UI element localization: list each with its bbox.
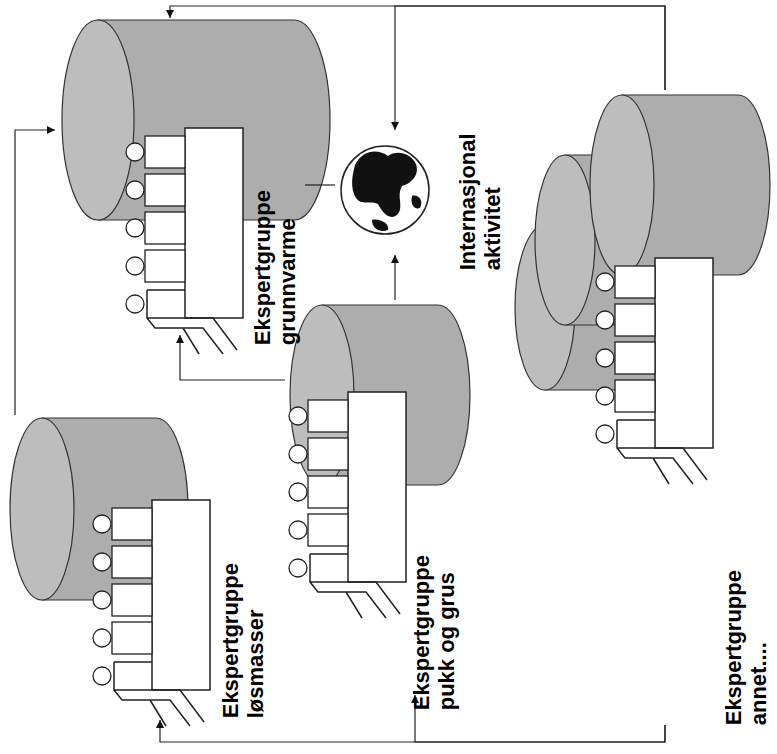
connector [395,6,665,130]
group-label: Ekspertgruppe annet.... [721,545,772,725]
connector [160,720,665,742]
connector [394,255,395,300]
globe [341,146,429,234]
group-label: Ekspertgruppe løsmasser [218,538,269,718]
expert-group: Internasjonal aktivitet [335,130,507,255]
expert-group: Ekspertgruppe pukk og grus [285,300,465,695]
expert-group: Ekspertgruppe løsmasser [5,415,275,720]
connector [15,130,55,415]
expert-group: Ekspertgruppe annet.... [512,90,774,725]
group-label: Ekspertgruppe grunnvarme [250,165,301,345]
expert-group: Ekspertgruppe grunnvarme [55,18,305,335]
connector [305,184,335,185]
group-label: Internasjonal aktivitet [455,90,506,270]
connector [170,6,665,90]
group-label: Ekspertgruppe pukk og grus [409,530,460,710]
expert-team [93,128,713,726]
